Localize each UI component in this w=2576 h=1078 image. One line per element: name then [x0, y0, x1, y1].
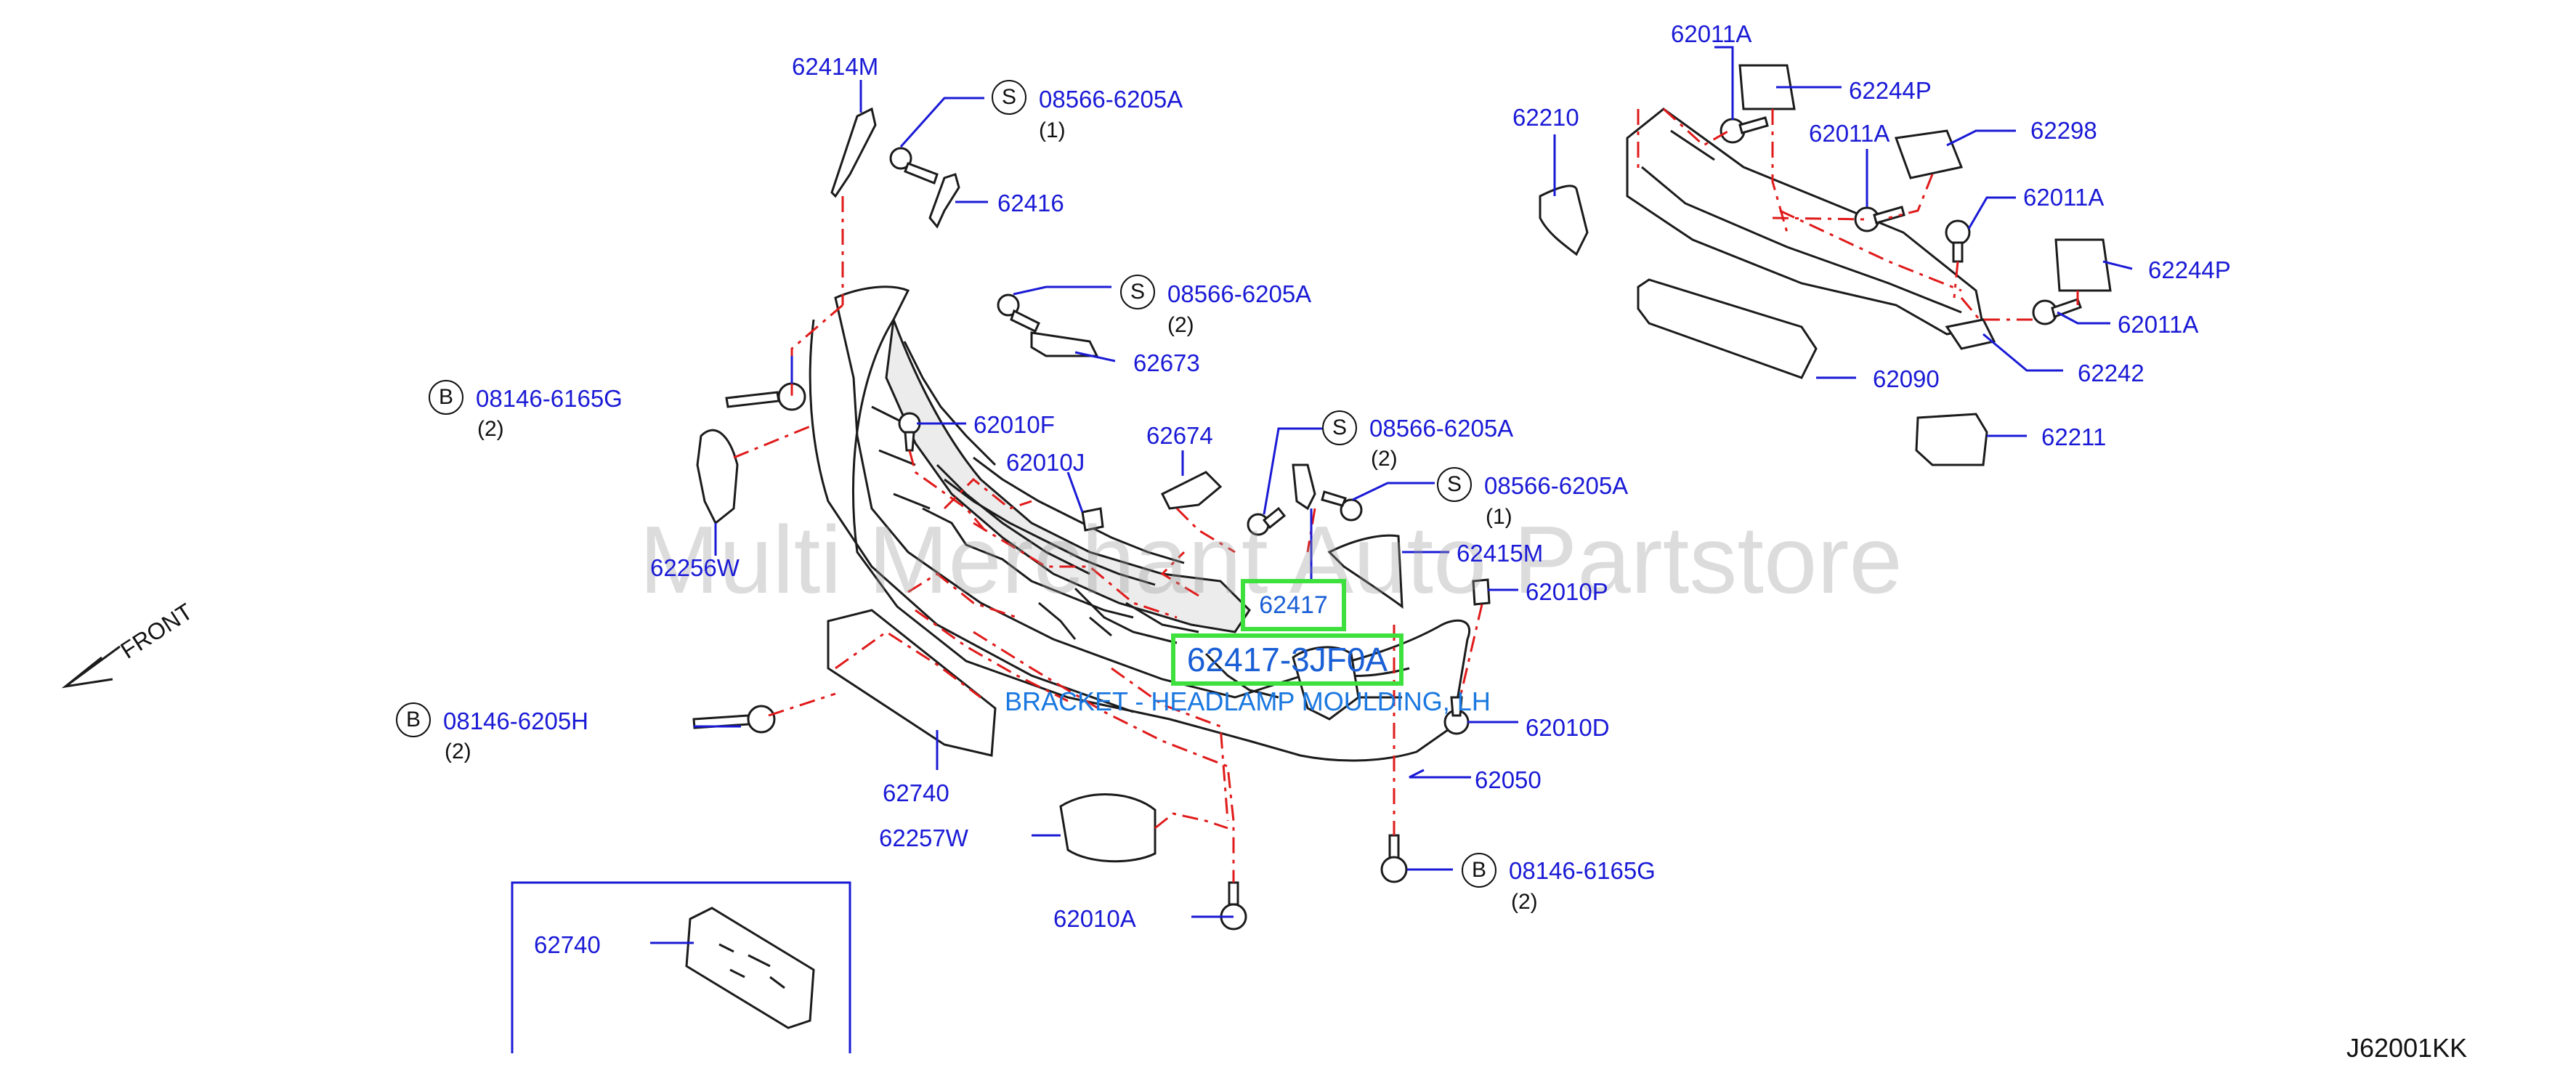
callout-label[interactable]: 62210	[1512, 104, 1579, 131]
part-62244P-upper[interactable]	[1738, 64, 1796, 110]
highlight-62417-3JF0A[interactable]: 62417-3JF0A	[1171, 633, 1404, 686]
callout-label[interactable]: 62211	[2041, 423, 2107, 450]
part-62010J[interactable]	[1081, 507, 1104, 532]
bolt-08146-6165G-bottom[interactable]	[1380, 834, 1408, 883]
part-62673[interactable]	[1030, 331, 1099, 357]
part-62244P-lower[interactable]	[2054, 238, 2112, 292]
badge-s: S	[1120, 275, 1155, 309]
callout-label[interactable]: 62244P	[1849, 77, 1932, 104]
leader-lines	[650, 46, 2133, 944]
part-62298[interactable]	[1894, 129, 1964, 179]
diagram-code: J62001KK	[2346, 1033, 2468, 1063]
part-62210[interactable]	[1539, 185, 1589, 256]
callout-label[interactable]: 62011A	[2118, 311, 2199, 338]
callout-label[interactable]: 08566-6205A	[1167, 280, 1312, 307]
front-bumper-fascia[interactable]	[809, 285, 1470, 762]
callout-qty: (2)	[477, 417, 504, 441]
screw-62011A-1[interactable]	[1720, 116, 1769, 144]
callout-label[interactable]: 62010P	[1526, 578, 1608, 605]
badge-s: S	[1437, 467, 1472, 502]
badge-b: B	[429, 380, 463, 415]
callout-label[interactable]: 62257W	[879, 824, 968, 851]
part-description: BRACKET - HEADLAMP MOULDING, LH	[1005, 686, 1491, 716]
front-arrow-icon	[61, 645, 121, 689]
part-62414M[interactable]	[830, 107, 877, 198]
assembly-lines	[733, 108, 2079, 883]
callout-qty: (2)	[1167, 313, 1194, 337]
callout-label[interactable]: 62010A	[1053, 905, 1136, 932]
clip-62010P[interactable]	[1472, 578, 1491, 606]
part-62211[interactable]	[1915, 413, 1988, 466]
callout-label[interactable]: 62090	[1873, 365, 1940, 392]
callout-label[interactable]: 62010J	[1006, 449, 1085, 476]
screw-62011A-2[interactable]	[1854, 206, 1905, 232]
part-62417[interactable]	[1292, 463, 1316, 511]
callout-label[interactable]: 62740	[534, 931, 601, 958]
callout-label[interactable]: 08566-6205A	[1369, 415, 1514, 442]
screw-62417[interactable]	[1321, 490, 1363, 522]
callout-label[interactable]: 62674	[1146, 422, 1213, 449]
screw-upper-left[interactable]	[889, 147, 939, 185]
callout-label[interactable]: 08146-6165G	[1509, 857, 1656, 884]
callout-label[interactable]: 62010D	[1526, 714, 1610, 741]
part-62256W[interactable]	[696, 429, 739, 525]
clip-62010D[interactable]	[1443, 696, 1470, 735]
callout-label[interactable]: 62415M	[1457, 540, 1544, 567]
callout-label[interactable]: 62011A	[1809, 120, 1890, 147]
callout-qty: (2)	[445, 739, 471, 763]
callout-qty: (2)	[1371, 447, 1398, 471]
callout-label[interactable]: 08146-6165G	[476, 385, 623, 412]
callout-label[interactable]: 08566-6205A	[1484, 472, 1629, 499]
callout-label[interactable]: 62010F	[973, 411, 1055, 438]
callout-label[interactable]: 62256W	[650, 554, 740, 581]
callout-qty: (1)	[1039, 118, 1066, 142]
part-62257W[interactable]	[1059, 793, 1157, 863]
screw-62674[interactable]	[1247, 506, 1287, 536]
callout-qty: (2)	[1511, 890, 1538, 914]
part-62740-plate[interactable]	[827, 609, 997, 757]
callout-label[interactable]: 62673	[1133, 349, 1200, 376]
part-62242[interactable]	[1945, 318, 1996, 350]
callout-label[interactable]: 62740	[883, 779, 949, 806]
part-62740-inset[interactable]	[685, 907, 815, 1029]
callout-label[interactable]: 08146-6205H	[443, 708, 588, 734]
highlight-62417[interactable]: 62417	[1241, 579, 1346, 631]
part-62090[interactable]	[1637, 278, 1818, 379]
screw-62011A-3[interactable]	[1945, 219, 1971, 263]
bolt-08146-6205H[interactable]	[692, 705, 776, 734]
callout-label[interactable]: 62298	[2030, 117, 2097, 144]
inset-box	[511, 881, 851, 1053]
bolt-08146-6165G-left[interactable]	[725, 382, 806, 411]
badge-b: B	[1462, 853, 1496, 888]
callout-label[interactable]: 62011A	[2023, 184, 2105, 211]
screw-62673-area[interactable]	[997, 293, 1040, 333]
callout-label[interactable]: 62244P	[2148, 256, 2231, 283]
badge-b: B	[396, 702, 431, 737]
part-62416[interactable]	[928, 173, 960, 229]
callout-label[interactable]: 62414M	[792, 53, 879, 80]
badge-s: S	[992, 80, 1026, 115]
callout-label[interactable]: 62242	[2078, 360, 2144, 386]
badge-s: S	[1322, 410, 1357, 445]
part-62674[interactable]	[1160, 471, 1223, 510]
part-62415M[interactable]	[1327, 534, 1404, 609]
callout-label[interactable]: 62050	[1475, 766, 1542, 793]
callout-label[interactable]: 62416	[997, 190, 1064, 216]
bolt-62010A[interactable]	[1220, 881, 1247, 931]
callout-label[interactable]: 62011A	[1671, 20, 1752, 47]
callout-qty: (1)	[1486, 505, 1512, 529]
callout-label[interactable]: 08566-6205A	[1039, 86, 1183, 113]
